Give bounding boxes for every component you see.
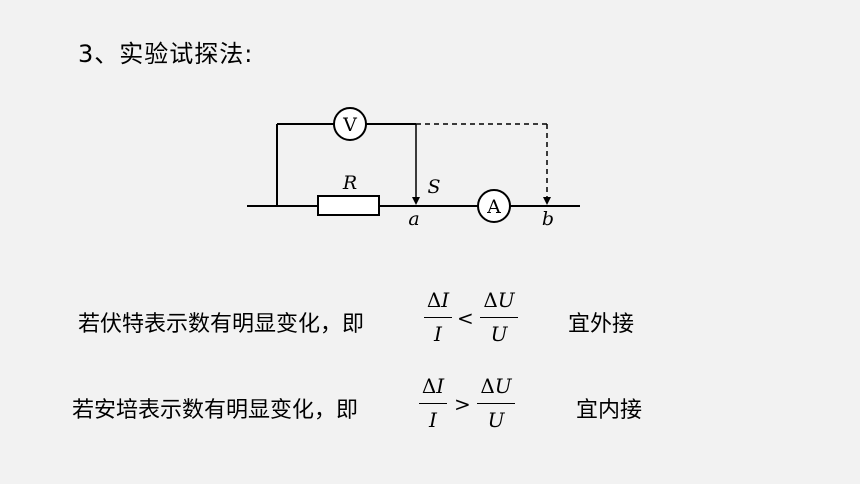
rule1-fraction-left-denominator: I	[434, 322, 442, 346]
rule2-fraction-left-denominator: I	[429, 408, 437, 432]
variable: I	[441, 288, 450, 312]
delta-symbol: Δ	[426, 288, 442, 312]
rule2-fraction-right: ΔU U	[477, 374, 515, 432]
rule1-fraction-right: ΔU U	[480, 288, 518, 346]
rule2-verdict: 宜内接	[576, 398, 643, 423]
rule2-text: 若安培表示数有明显变化，即	[72, 398, 359, 423]
node-b-label: b	[542, 208, 554, 230]
switch-arrow-a	[412, 197, 420, 205]
rule2-fraction-left-numerator: ΔI	[419, 374, 447, 398]
variable: I	[436, 374, 445, 398]
fraction-bar	[419, 403, 447, 404]
switch-label: S	[427, 176, 440, 198]
rule2-comparator: >	[454, 392, 471, 416]
rule1-fraction-right-numerator: ΔU	[480, 288, 518, 312]
variable: U	[497, 288, 515, 312]
rule2-fraction-right-denominator: U	[487, 408, 505, 432]
fraction-bar	[477, 403, 515, 404]
rule1-fraction-right-denominator: U	[490, 322, 508, 346]
resistor	[317, 195, 380, 216]
ammeter-label: A	[486, 196, 501, 218]
fraction-bar	[424, 317, 452, 318]
node-a-label: a	[408, 208, 419, 230]
fraction-bar	[480, 317, 518, 318]
delta-symbol: Δ	[421, 374, 437, 398]
delta-symbol: Δ	[483, 288, 498, 312]
rule1-fraction-left: ΔI I	[424, 288, 452, 346]
ammeter	[477, 189, 511, 223]
rule2-fraction-right-numerator: ΔU	[477, 374, 515, 398]
delta-symbol: Δ	[480, 374, 495, 398]
rule1-verdict: 宜外接	[568, 312, 635, 337]
page-title: 3、实验试探法:	[78, 40, 254, 68]
rule1-fraction-left-numerator: ΔI	[424, 288, 452, 312]
resistor-label: R	[342, 172, 357, 194]
variable: U	[494, 374, 512, 398]
voltmeter-label: V	[342, 114, 357, 136]
rule1-comparator: <	[457, 306, 474, 330]
switch-arrow-b	[543, 197, 551, 205]
rule2-fraction-left: ΔI I	[419, 374, 447, 432]
rule1-text: 若伏特表示数有明显变化，即	[78, 312, 365, 337]
